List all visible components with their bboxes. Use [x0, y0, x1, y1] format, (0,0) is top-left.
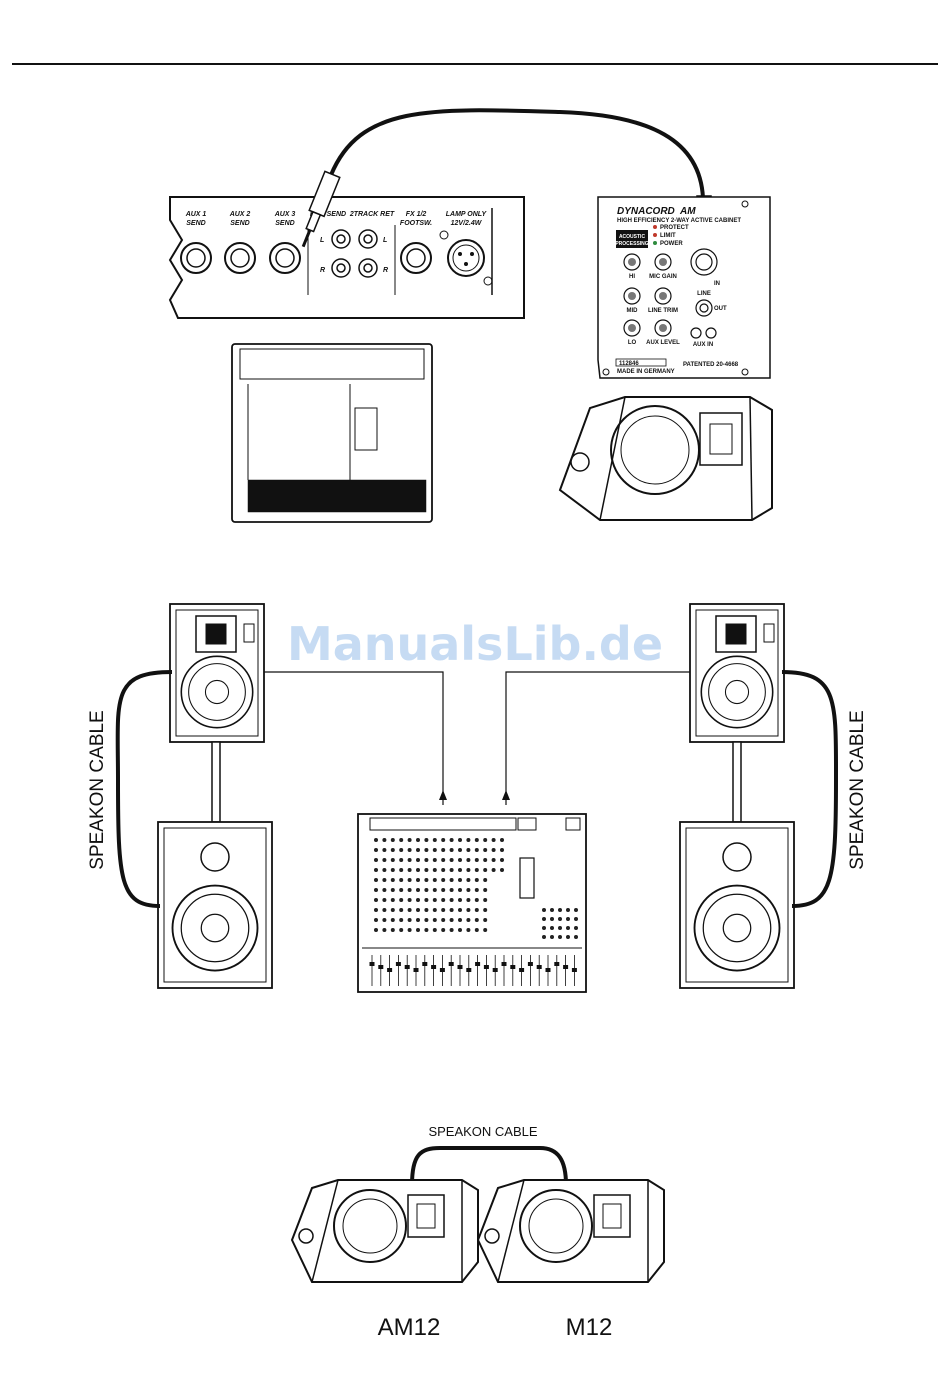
two-track-ret-label: 2TRACK RET: [349, 211, 395, 218]
speakon-cable-bottom: [410, 1146, 568, 1186]
rec-l-label: L: [320, 237, 324, 244]
aux-in-label: AUX IN: [693, 342, 713, 348]
lo-label: LO: [628, 340, 637, 346]
aux3-send-label: SEND: [275, 220, 294, 227]
mixer-faders: [369, 955, 577, 986]
speaker-right-bottom: [679, 821, 795, 989]
speaker-left-top: [169, 603, 265, 743]
amp-brand: DYNACORD: [617, 206, 675, 217]
speakon-cable-left: [115, 670, 173, 908]
mic-gain-label: MIC GAIN: [649, 274, 677, 280]
amp-rear-panel: DYNACORD AM HIGH EFFICIENCY 2-WAY ACTIVE…: [597, 196, 771, 379]
aux-level-label: AUX LEVEL: [646, 340, 680, 346]
signal-arrows: [439, 790, 510, 800]
speakon-label-bottom: SPEAKON CABLE: [428, 1124, 537, 1139]
monitor-am12: [290, 1179, 479, 1283]
serial-label: 112846: [619, 361, 639, 367]
am12-label: AM12: [378, 1314, 441, 1341]
acoustic-label: ACOUSTIC: [619, 234, 646, 240]
hi-label: HI: [629, 274, 635, 280]
aux1-jack: [180, 242, 212, 274]
aux3-to-amp-cable: [329, 108, 705, 199]
lamp-spec-label: 12V/2.4W: [451, 220, 483, 227]
fx-jack: [400, 242, 432, 274]
mixer-rear-panel: AUX 1 SEND AUX 2 SEND AUX 3 SEND REC SEN…: [168, 196, 525, 319]
protect-label: PROTECT: [660, 225, 689, 231]
rca-jacks: [331, 229, 378, 278]
rec-r-label: R: [320, 267, 325, 274]
made-in-label: MADE IN GERMANY: [617, 369, 675, 375]
jack-plug-left: [301, 170, 341, 248]
aux2-jack: [224, 242, 256, 274]
lamp-xlr-jack: [439, 230, 493, 286]
limit-label: LIMIT: [660, 233, 676, 239]
rec-send-label: REC SEND: [310, 211, 346, 218]
power-label: POWER: [660, 241, 683, 247]
signal-lines: [264, 671, 690, 805]
ret-r-label: R: [383, 267, 388, 274]
pole-left: [211, 741, 221, 823]
mixer-knobs: [374, 838, 578, 939]
monitor-m12: [476, 1179, 665, 1283]
monitor-am12-top: [558, 396, 773, 521]
processing-label: PROCESSING: [615, 241, 648, 247]
aux1-send-label: SEND: [186, 220, 205, 227]
speakon-cable-right: [781, 670, 839, 908]
mid-label: MID: [627, 308, 639, 314]
aux1-label: AUX 1: [185, 211, 207, 218]
aux2-label: AUX 2: [229, 211, 251, 218]
lamp-only-label: LAMP ONLY: [446, 211, 488, 218]
speakon-label-right: SPEAKON CABLE: [847, 710, 868, 869]
in-label: IN: [714, 281, 720, 287]
mixer-small: [231, 343, 433, 523]
aux2-send-label: SEND: [230, 220, 249, 227]
aux3-label: AUX 3: [274, 211, 296, 218]
line-label: LINE: [697, 291, 711, 297]
watermark: ManualsLib.de: [287, 617, 663, 671]
speakon-label-left: SPEAKON CABLE: [87, 710, 108, 869]
fx-label: FX 1/2: [406, 211, 427, 218]
patented-label: PATENTED 20-4668: [683, 362, 739, 368]
speaker-left-bottom: [157, 821, 273, 989]
amp-subtitle: HIGH EFFICIENCY 2-WAY ACTIVE CABINET: [617, 218, 741, 224]
mixer-large: [357, 813, 587, 993]
speaker-right-top: [689, 603, 785, 743]
pole-right: [732, 741, 742, 823]
m12-label: M12: [566, 1314, 613, 1341]
aux3-jack: [269, 242, 301, 274]
line-trim-label: LINE TRIM: [648, 308, 678, 314]
footsw-label: FOOTSW.: [400, 220, 432, 227]
ret-l-label: L: [383, 237, 387, 244]
amp-model: AM: [679, 206, 696, 217]
out-label: OUT: [714, 306, 727, 312]
